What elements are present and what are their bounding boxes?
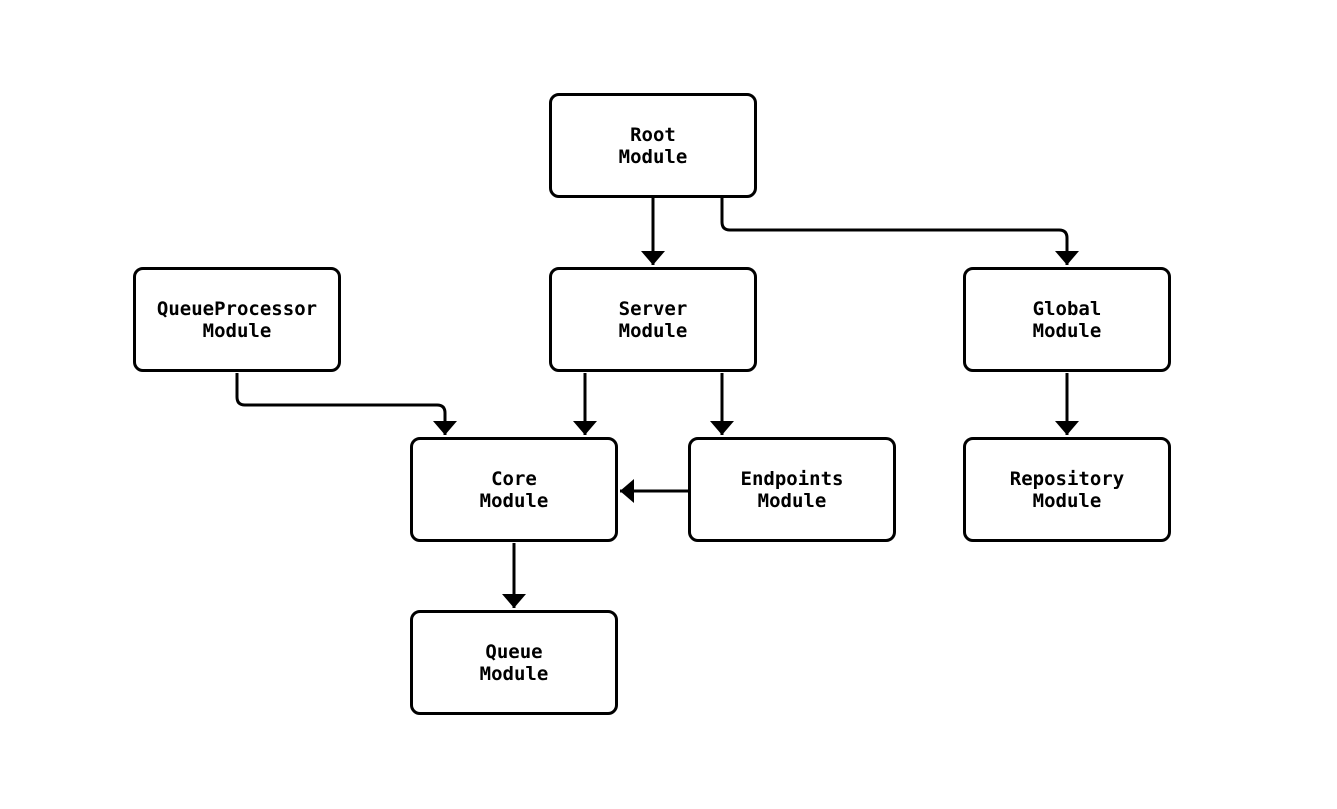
node-core-module-label: Core Module [479, 467, 549, 512]
node-server-module-label: Server Module [618, 297, 688, 342]
node-root-module: Root Module [549, 93, 757, 198]
node-global-module-label: Global Module [1032, 297, 1102, 342]
edge-root-to-global [720, 198, 1079, 265]
node-endpoints-module: Endpoints Module [688, 437, 896, 542]
node-repository-module-label: Repository Module [1009, 467, 1125, 512]
node-queueprocessor-module: QueueProcessor Module [133, 267, 341, 372]
node-queue-module-label: Queue Module [479, 640, 549, 685]
node-queue-module: Queue Module [410, 610, 618, 715]
node-server-module: Server Module [549, 267, 757, 372]
node-root-module-label: Root Module [618, 123, 688, 168]
node-global-module: Global Module [963, 267, 1171, 372]
node-queueprocessor-module-label: QueueProcessor Module [156, 297, 318, 342]
node-core-module: Core Module [410, 437, 618, 542]
edge-queueprocessor-to-core [235, 373, 457, 435]
node-endpoints-module-label: Endpoints Module [740, 467, 844, 512]
node-repository-module: Repository Module [963, 437, 1171, 542]
